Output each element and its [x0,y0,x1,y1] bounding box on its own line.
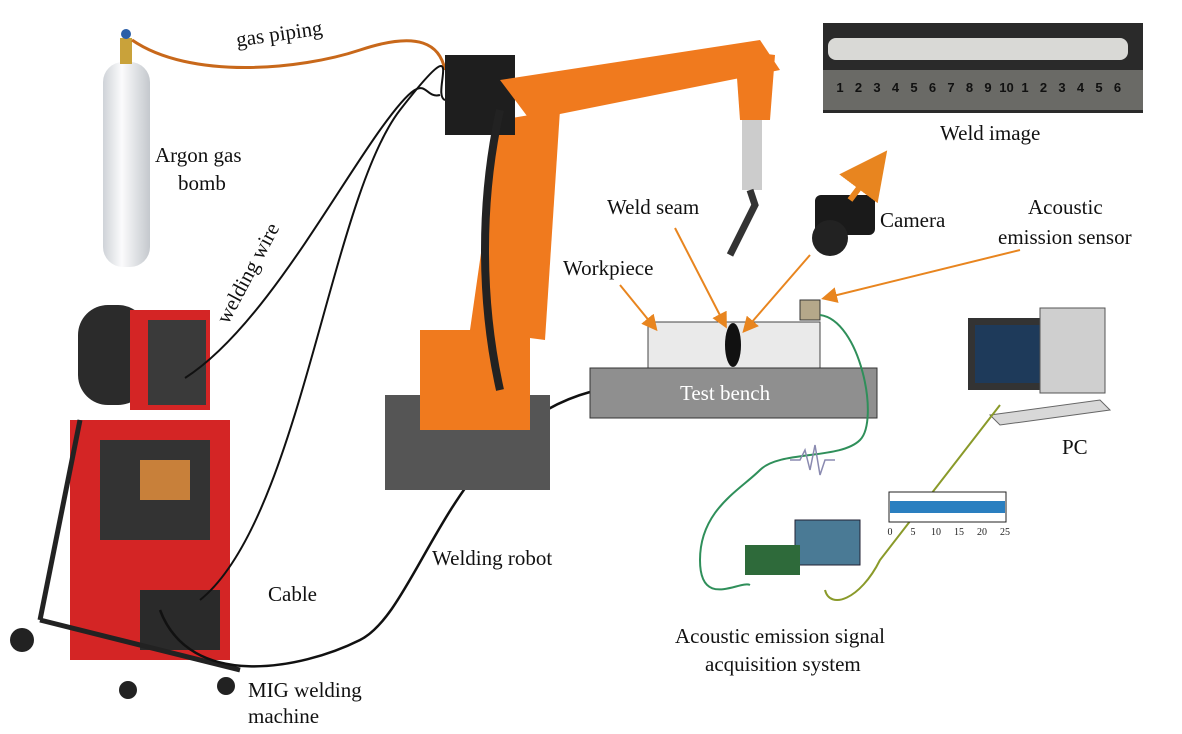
label-argon-2: bomb [178,171,226,195]
label-camera: Camera [880,208,946,232]
label-acq-2: acquisition system [705,652,861,676]
pc-cable [824,404,1001,601]
label-weld-seam: Weld seam [607,195,699,219]
sensor-cable [698,314,869,591]
argon-gas-cylinder [103,29,150,267]
label-mig-1: MIG welding [248,678,362,702]
ruler-number: 1 [836,80,843,95]
ruler-number: 9 [984,80,991,95]
label-test-bench: Test bench [680,381,771,405]
gas-pipe [131,38,447,71]
label-welding-wire: welding wire [211,219,284,328]
plot-x-tick: 25 [1000,527,1010,538]
welding-wire-cable [184,87,441,379]
ruler-number: 4 [892,80,900,95]
camera [812,195,875,256]
mig-welding-machine [10,305,241,699]
plot-x-tick: 0 [888,527,893,538]
weld-seam [725,323,741,367]
ruler-number: 2 [855,80,862,95]
label-weld-image: Weld image [940,121,1040,145]
label-workpiece: Workpiece [563,256,653,280]
pc [968,307,1112,426]
label-pc: PC [1062,435,1088,459]
welding-robot [385,40,780,490]
label-ae-sensor-1: Acoustic [1028,195,1103,219]
power-cable [199,65,446,601]
ruler-number: 6 [929,80,936,95]
plot-x-tick: 15 [954,527,964,538]
test-bench [589,367,878,419]
ruler-number: 5 [1095,80,1102,95]
ruler-number: 3 [1058,80,1065,95]
ruler-number: 1 [1021,80,1028,95]
label-gas-piping: gas piping [234,16,324,52]
ruler-number: 10 [999,80,1013,95]
ruler-number: 8 [966,80,973,95]
plot-x-tick: 10 [931,527,941,538]
ruler-number: 3 [873,80,880,95]
label-ae-sensor-2: emission sensor [998,225,1132,249]
label-acq-1: Acoustic emission signal [675,624,885,648]
label-argon-1: Argon gas [155,143,242,167]
signal-plot: 0 5 10 15 20 25 [888,491,1010,538]
ruler-number: 2 [1040,80,1047,95]
ruler-number: 5 [910,80,917,95]
ruler-number: 7 [947,80,954,95]
annotation-arrows [619,150,1021,334]
plot-x-tick: 5 [911,527,916,538]
label-mig-2: machine [248,704,319,728]
ruler-number: 6 [1114,80,1121,95]
ruler-number: 4 [1077,80,1085,95]
acquisition-device [745,519,861,575]
plot-x-tick: 20 [977,527,987,538]
label-cable: Cable [268,582,317,606]
label-welding-robot: Welding robot [432,546,552,570]
waveform-icon [790,444,835,476]
acoustic-emission-sensor [799,299,821,321]
